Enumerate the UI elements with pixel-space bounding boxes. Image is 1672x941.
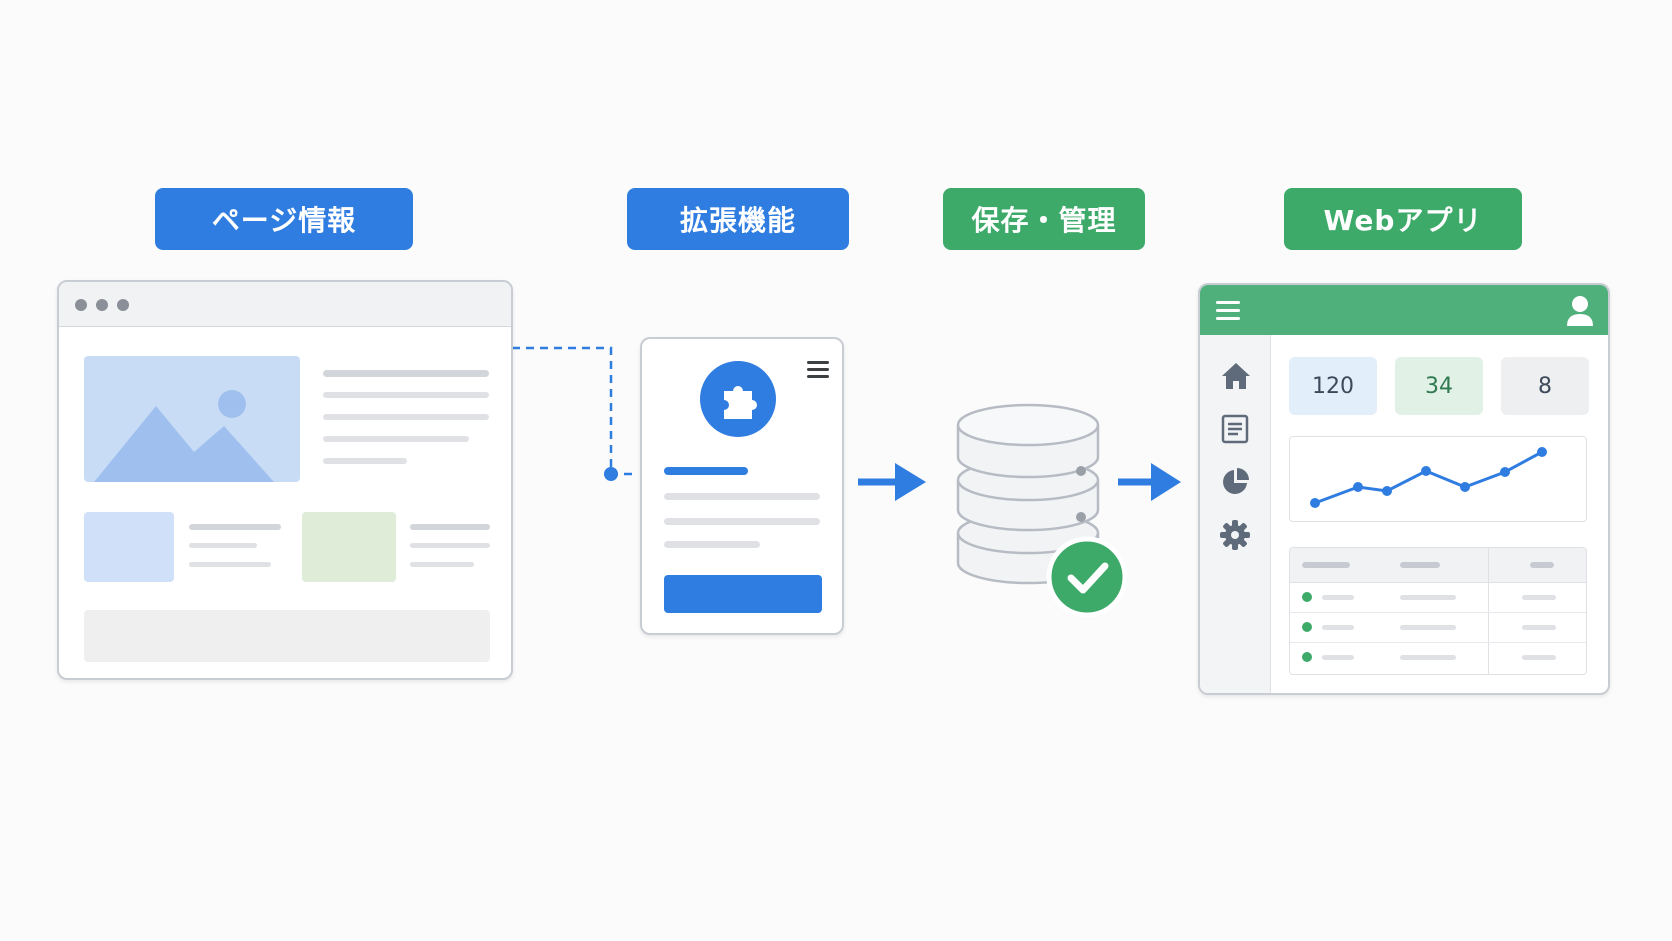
connector-dot xyxy=(604,467,618,481)
thumbnail-blue xyxy=(84,512,174,582)
table-row xyxy=(1290,582,1586,613)
thumbnail-green xyxy=(302,512,396,582)
text-line xyxy=(664,493,820,500)
footer-block xyxy=(84,610,490,662)
text-line xyxy=(323,414,489,420)
app-header xyxy=(1200,285,1608,335)
table-row xyxy=(1290,642,1586,672)
text-line xyxy=(664,518,820,525)
status-dot xyxy=(1302,622,1312,632)
home-icon[interactable] xyxy=(1220,361,1252,391)
extension-popup xyxy=(640,337,844,635)
hamburger-menu-icon[interactable] xyxy=(1216,301,1240,321)
text-line xyxy=(189,524,281,530)
save-button[interactable] xyxy=(664,575,822,613)
status-dot xyxy=(1302,592,1312,602)
stat-card: 8 xyxy=(1501,357,1589,415)
line-chart xyxy=(1289,436,1587,522)
title-line xyxy=(664,467,748,475)
stat-card: 34 xyxy=(1395,357,1483,415)
window-dot xyxy=(75,299,87,311)
text-line xyxy=(189,543,257,548)
user-icon[interactable] xyxy=(1565,294,1595,328)
text-line xyxy=(410,524,490,530)
text-line xyxy=(410,562,474,567)
web-app-window: 120 34 8 xyxy=(1198,283,1610,695)
window-dot xyxy=(117,299,129,311)
chart-point xyxy=(1310,498,1320,508)
data-table xyxy=(1289,547,1587,675)
label-web-app: Webアプリ xyxy=(1284,188,1522,250)
text-line xyxy=(189,562,271,567)
dashed-connector xyxy=(512,346,634,476)
image-placeholder xyxy=(84,356,300,482)
label-extension: 拡張機能 xyxy=(627,188,849,250)
table-header xyxy=(1290,548,1586,583)
text-line xyxy=(323,392,489,398)
arrow-right-icon xyxy=(1118,463,1181,501)
text-line xyxy=(323,370,489,377)
database-icon xyxy=(956,403,1100,585)
browser-titlebar xyxy=(59,282,511,327)
text-line xyxy=(664,541,760,548)
chart-point xyxy=(1353,482,1363,492)
puzzle-icon xyxy=(700,361,776,437)
browser-window xyxy=(57,280,513,680)
chart-point xyxy=(1537,447,1547,457)
label-storage: 保存・管理 xyxy=(943,188,1145,250)
status-dot xyxy=(1302,652,1312,662)
label-page-info: ページ情報 xyxy=(155,188,413,250)
menu-icon[interactable] xyxy=(807,361,829,379)
gear-icon[interactable] xyxy=(1220,520,1250,550)
text-line xyxy=(410,543,490,548)
arrow-right-icon xyxy=(858,463,926,501)
chart-point xyxy=(1421,466,1431,476)
pie-chart-icon[interactable] xyxy=(1220,467,1250,497)
chart-point xyxy=(1460,482,1470,492)
table-row xyxy=(1290,612,1586,643)
stat-card: 120 xyxy=(1289,357,1377,415)
text-line xyxy=(323,458,407,464)
text-line xyxy=(323,436,469,442)
app-sidebar xyxy=(1200,335,1271,693)
chart-point xyxy=(1382,486,1392,496)
document-icon[interactable] xyxy=(1220,414,1250,444)
chart-point xyxy=(1500,467,1510,477)
window-dot xyxy=(96,299,108,311)
check-icon xyxy=(1046,536,1128,618)
image-icon xyxy=(94,390,274,482)
